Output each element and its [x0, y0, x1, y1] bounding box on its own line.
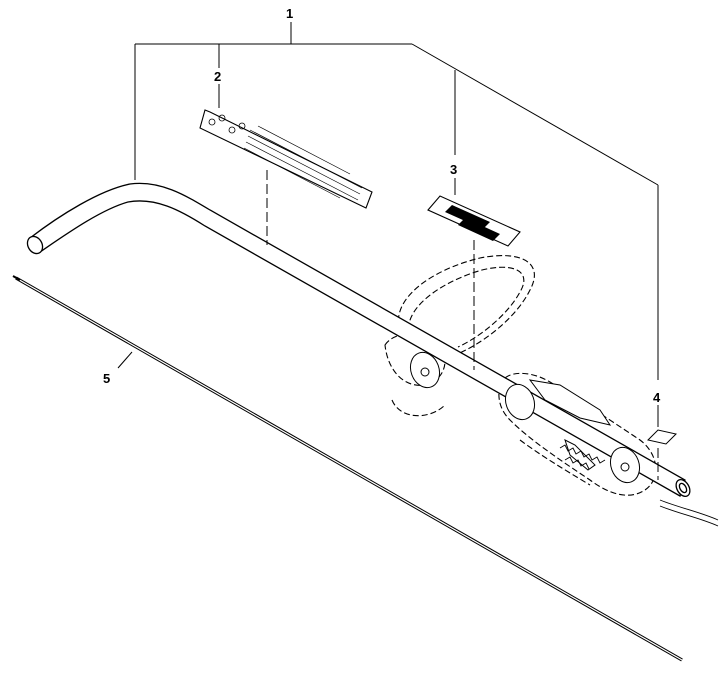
callout-5: 5 [103, 371, 111, 386]
shaft-tube [26, 182, 691, 498]
throttle-cable [559, 444, 719, 527]
callout-4: 4 [653, 390, 661, 405]
brand-decal [427, 195, 521, 247]
shaft-clamps [409, 351, 641, 484]
callout-1-leaders [134, 22, 659, 380]
warning-label-decal [199, 109, 373, 209]
part-leaders [117, 84, 659, 480]
callout-1: 1 [286, 6, 294, 21]
callout-3: 3 [450, 162, 458, 177]
throttle-handle [498, 372, 657, 496]
flexible-drive-shaft [12, 275, 683, 662]
small-plate [647, 429, 677, 445]
callout-2: 2 [214, 69, 222, 84]
